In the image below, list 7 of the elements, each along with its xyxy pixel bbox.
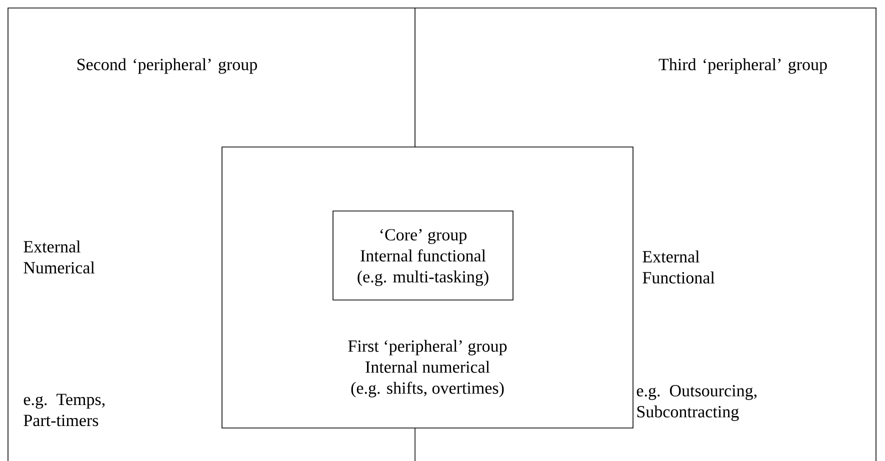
region-label: External Functional <box>642 250 715 284</box>
region-label: e.g. Temps, Part-timers <box>24 394 105 426</box>
region-label: Third ‘peripheral’ group <box>658 58 827 74</box>
region-label: Second ‘peripheral’ group <box>78 58 257 74</box>
region-label: e.g. Outsourcing, Subcontracting <box>636 385 756 421</box>
region-label: External Numerical <box>24 240 95 274</box>
inner-box: ‘Core’ group Internal functional (e.g. multi-tasking) <box>332 210 514 300</box>
